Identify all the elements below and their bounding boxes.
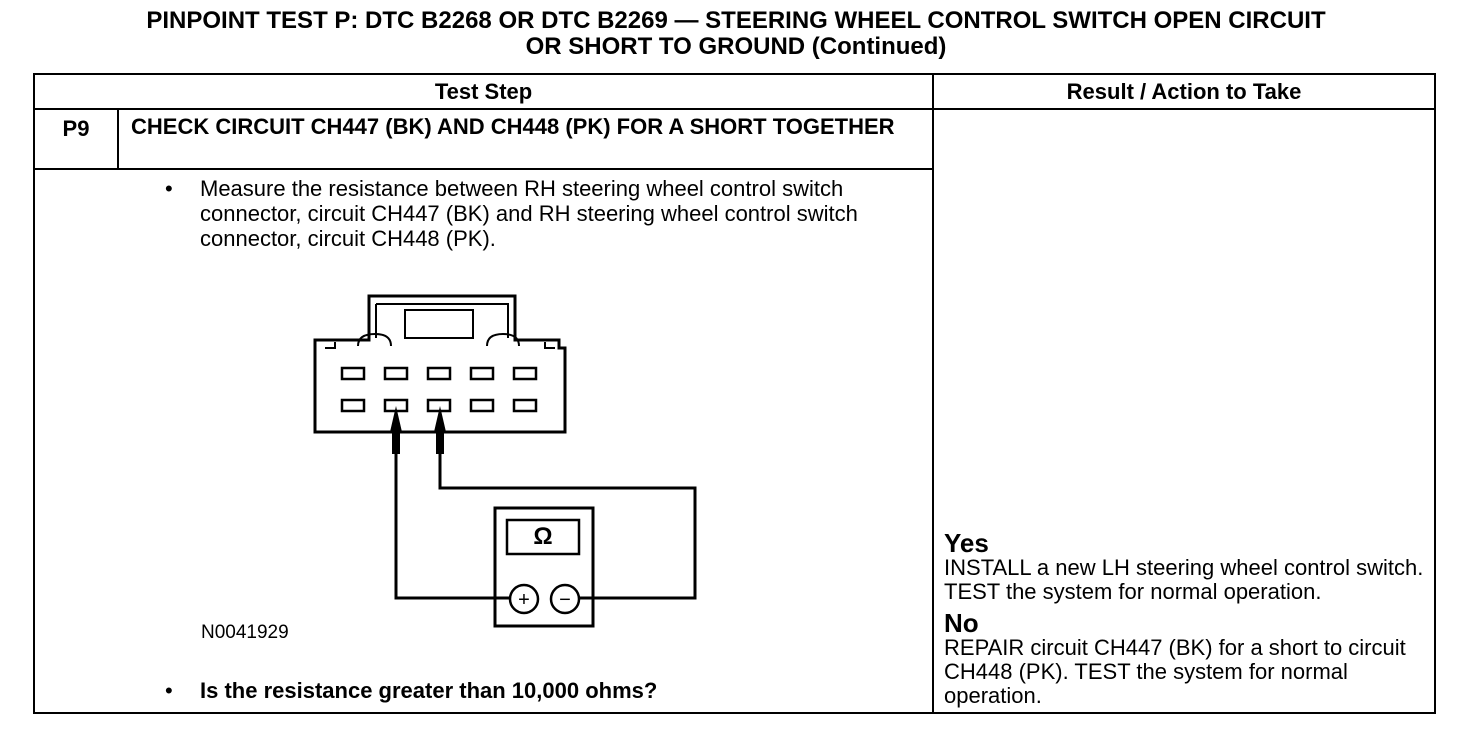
question-text: Is the resistance greater than 10,000 oh…	[200, 678, 658, 703]
step-body-row: • Measure the resistance between RH stee…	[32, 168, 1435, 714]
pinpoint-test-table: Test Step Result / Action to Take P9 CHE…	[32, 73, 1437, 714]
connector-step-left-icon	[325, 342, 555, 349]
connector-shoulder-left-icon	[357, 332, 392, 347]
result-no-label: No	[944, 608, 979, 638]
pin-cavity-grid	[340, 366, 538, 413]
connector-meter-diagram: Ω + −	[313, 294, 697, 628]
table-header-row: Test Step Result / Action to Take	[32, 73, 1437, 110]
figure-id: N0041929	[201, 622, 289, 643]
connector-outline-icon	[313, 294, 567, 434]
multimeter-plus-terminal-icon	[508, 583, 540, 615]
minus-symbol: −	[559, 589, 571, 611]
connector-latch-outline-icon	[375, 303, 509, 338]
result-header: Result / Action to Take	[932, 73, 1437, 110]
result-yes-label: Yes	[944, 528, 989, 558]
step-heading: CHECK CIRCUIT CH447 (BK) AND CH448 (PK) …	[116, 108, 935, 170]
probe-tip-left-icon	[390, 406, 402, 432]
test-step-header: Test Step	[32, 73, 935, 110]
connector-lock-tab-icon	[404, 309, 474, 339]
bullet-2: •	[165, 678, 173, 703]
title-line-2: OR SHORT TO GROUND (Continued)	[525, 33, 947, 60]
bullet-1: •	[165, 176, 173, 201]
probe-tip-right-icon	[434, 406, 446, 432]
probe-tips	[390, 406, 446, 454]
ohm-symbol: Ω	[533, 523, 552, 550]
result-yes: Yes INSTALL a new LH steering wheel cont…	[944, 530, 1424, 604]
plus-symbol: +	[518, 589, 530, 611]
result-cell: Yes INSTALL a new LH steering wheel cont…	[932, 108, 1437, 714]
instruction-text: Measure the resistance between RH steeri…	[200, 176, 858, 251]
multimeter-body-icon	[493, 506, 595, 628]
result-no: No REPAIR circuit CH447 (BK) for a short…	[944, 610, 1424, 708]
step-id: P9	[33, 108, 119, 170]
multimeter-display-icon	[505, 518, 581, 556]
probe-lead-black	[394, 432, 510, 600]
page-title: PINPOINT TEST P: DTC B2268 OR DTC B2269 …	[0, 8, 1472, 60]
multimeter-minus-terminal-icon	[549, 583, 581, 615]
connector-shoulder-right-icon	[486, 332, 520, 347]
probe-lead-red	[438, 432, 697, 600]
result-yes-action: INSTALL a new LH steering wheel control …	[944, 555, 1424, 604]
step-body-canvas: • Measure the resistance between RH stee…	[35, 170, 934, 710]
step-body: • Measure the resistance between RH stee…	[32, 168, 935, 714]
step-heading-row: P9 CHECK CIRCUIT CH447 (BK) AND CH448 (P…	[33, 108, 1437, 714]
title-line-1: PINPOINT TEST P: DTC B2268 OR DTC B2269 …	[146, 7, 1326, 34]
result-no-action: REPAIR circuit CH447 (BK) for a short to…	[944, 635, 1406, 708]
